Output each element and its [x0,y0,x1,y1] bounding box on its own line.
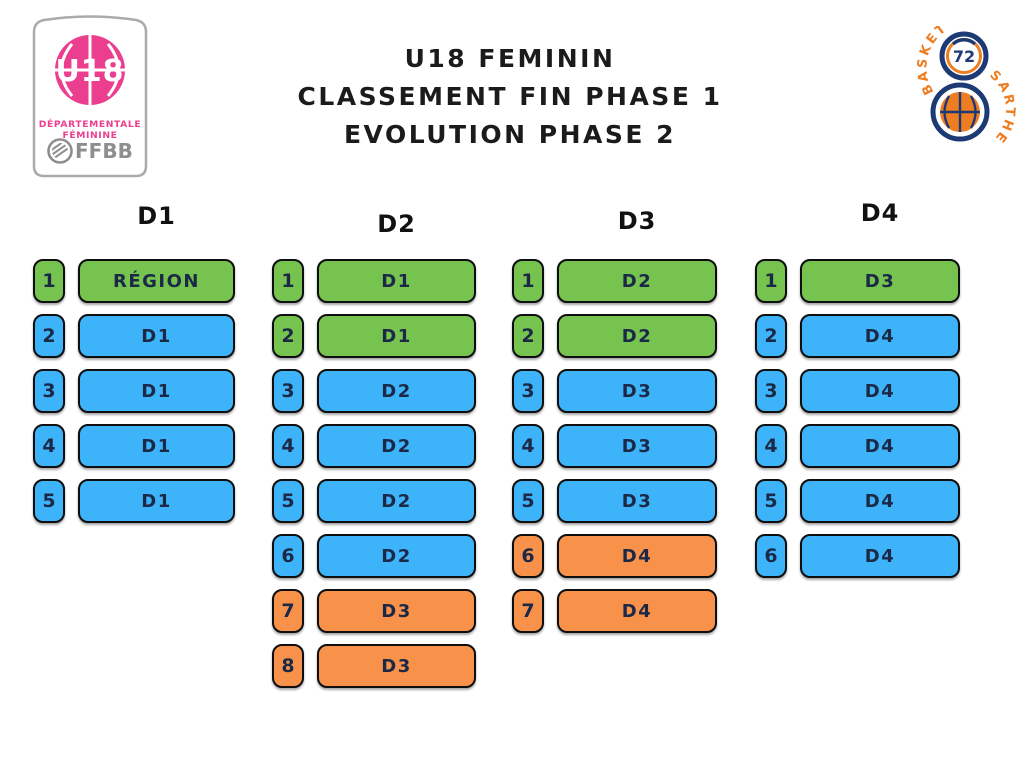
number-72: 72 [953,47,975,66]
column-header-d2: D2 [377,210,416,238]
basket-sarthe-72-logo: 72 BASKET SARTHE [915,26,1015,147]
rank-badge: 1 [755,259,787,303]
destination-box: D2 [557,259,717,303]
destination-box: D1 [78,314,235,358]
destination-box: D2 [317,534,476,578]
rank-badge: 5 [272,479,304,523]
u18-ball-text: U18 [55,54,124,89]
destination-box: D1 [78,479,235,523]
title-line-2: CLASSEMENT FIN PHASE 1 [297,82,723,111]
destination-box: D4 [800,534,960,578]
rank-badge: 3 [33,369,65,413]
rank-badge: 4 [512,424,544,468]
destination-box: D4 [800,314,960,358]
title-line-1: U18 FEMININ [404,44,616,73]
rank-badge: 1 [33,259,65,303]
rank-badge: 5 [755,479,787,523]
destination-box: D2 [557,314,717,358]
destination-box: D1 [78,424,235,468]
destination-box: D4 [557,534,717,578]
rank-badge: 7 [512,589,544,633]
rank-badge: 4 [755,424,787,468]
destination-box: D3 [557,479,717,523]
column-header-d1: D1 [137,202,176,230]
destination-box: D2 [317,424,476,468]
rank-badge: 4 [272,424,304,468]
rank-badge: 4 [33,424,65,468]
destination-box: D1 [78,369,235,413]
page-title: U18 FEMININ CLASSEMENT FIN PHASE 1 EVOLU… [170,40,850,154]
rank-badge: 3 [755,369,787,413]
badge-line1: DÉPARTEMENTALE [39,118,141,130]
destination-box: D4 [800,424,960,468]
destination-box: D3 [800,259,960,303]
destination-box: D4 [557,589,717,633]
destination-box: D1 [317,259,476,303]
destination-box: D1 [317,314,476,358]
basketball-icon [55,35,125,105]
destination-box: D2 [317,369,476,413]
badge-line2: FÉMININE [63,129,118,141]
rank-badge: 6 [272,534,304,578]
rank-badge: 7 [272,589,304,633]
rank-badge: 1 [272,259,304,303]
destination-box: D3 [557,369,717,413]
destination-box: D4 [800,369,960,413]
destination-box: D3 [557,424,717,468]
rank-badge: 6 [512,534,544,578]
rank-badge: 2 [272,314,304,358]
ffbb-text: FFBB [75,139,133,163]
seventy-two-circle [946,38,982,74]
rank-badge: 2 [33,314,65,358]
rank-badge: 2 [512,314,544,358]
title-line-3: EVOLUTION PHASE 2 [343,120,677,149]
basketball-icon [940,92,980,132]
column-header-d4: D4 [860,199,900,227]
rank-badge: 5 [33,479,65,523]
s-shape [930,31,990,142]
destination-box: D3 [317,589,476,633]
destination-box: D4 [800,479,960,523]
rank-badge: 5 [512,479,544,523]
rank-badge: 1 [512,259,544,303]
rank-badge: 3 [512,369,544,413]
rank-badge: 8 [272,644,304,688]
u18-ffbb-badge-logo: U18 DÉPARTEMENTALE FÉMININE FFBB [32,15,148,178]
rank-badge: 2 [755,314,787,358]
destination-box: D2 [317,479,476,523]
column-header-d3: D3 [617,207,657,235]
destination-box: RÉGION [78,259,235,303]
rank-badge: 6 [755,534,787,578]
destination-box: D3 [317,644,476,688]
rank-badge: 3 [272,369,304,413]
